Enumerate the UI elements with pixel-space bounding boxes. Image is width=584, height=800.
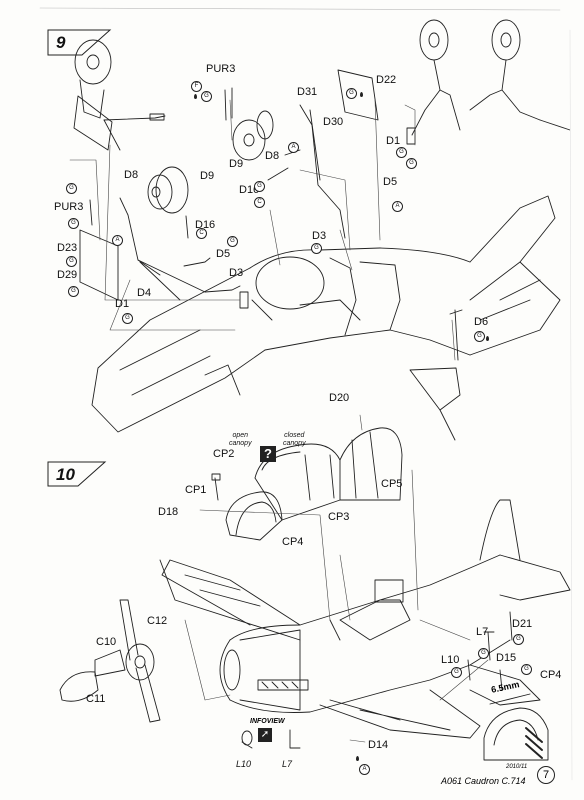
part-label-c12: C12 [147,615,168,627]
part-label-c10: C10 [96,636,117,648]
paint-badge-icon: G [122,313,133,324]
paint-badge-icon: G [406,158,417,169]
page-number: 7 [537,766,555,784]
paint-badge-icon: G [478,648,489,659]
leader-lines-9 [69,99,456,361]
paint-badge-icon: A [112,235,123,246]
glue-drop-icon [486,336,489,341]
paint-badge-icon: G [66,183,77,194]
part-label-d23: D23 [57,242,78,254]
leader-lines-10 [184,414,489,743]
part-label-d1: D1 [115,298,130,310]
part-label-d5: D5 [383,176,398,188]
part-label-cp4: CP4 [540,669,562,681]
gear-strut-left [79,166,241,301]
paint-badge-icon: G [254,181,265,192]
part-label-d9: D9 [229,158,244,170]
part-label-l7: L7 [476,626,489,638]
step-number-10: 10 [56,465,75,484]
aircraft-topview [159,499,571,739]
part-label-d8: D8 [265,150,280,162]
glue-drop-icon [194,94,197,99]
question-icon: ? [260,446,276,462]
note-open-canopy: open canopy [229,432,252,447]
paint-badge-icon: G [66,256,77,267]
part-label-d8: D8 [124,169,139,181]
infoview-arrow-icon: ➚ [258,728,272,742]
aircraft-underside [91,195,561,441]
paint-badge-icon: G [513,634,524,645]
paint-badge-icon: A [392,201,403,212]
part-label-d30: D30 [323,116,344,128]
infoview-label: INFOVIEW [250,718,285,725]
paint-badge-icon: A [288,142,299,153]
infoview-parts [241,729,301,749]
part-label-l10: L10 [441,654,460,666]
paint-badge-icon: G [346,88,357,99]
part-label-c11: C11 [86,693,106,705]
part-label-d3: D3 [312,230,327,242]
glue-drop-icon [356,756,359,761]
kit-code-title: A061 Caudron C.714 [441,776,526,786]
paint-badge-icon: F [191,81,202,92]
part-label-l7: L7 [282,759,293,769]
part-label-pur3: PUR3 [54,201,84,213]
paint-badge-icon: G [68,218,79,229]
left-gear-detail [73,39,166,151]
part-label-cp1: CP1 [185,484,207,496]
part-label-d18: D18 [158,506,179,518]
paint-badge-icon: G [396,147,407,158]
paint-badge-icon: A [359,764,370,775]
part-label-d31: D31 [297,86,318,98]
propeller [59,599,161,723]
part-label-d4: D4 [137,287,152,299]
paint-badge-icon: G [201,91,212,102]
part-label-d16: D16 [239,184,260,196]
part-label-d14: D14 [368,739,389,751]
gear-strut-center [224,69,379,239]
part-label-cp3: CP3 [328,511,350,523]
paint-badge-icon: G [68,286,79,297]
step-number-9: 9 [56,33,66,52]
paint-badge-icon: G [521,664,532,675]
part-label-d6: D6 [474,316,489,328]
part-label-d21: D21 [512,618,533,630]
part-label-l10: L10 [236,759,252,769]
part-label-pur3: PUR3 [206,63,236,75]
paint-badge-icon: G [451,667,462,678]
part-label-d16: D16 [195,219,216,231]
paint-badge-icon: C [254,197,265,208]
paint-badge-icon: G [311,243,322,254]
part-label-d1: D1 [386,135,401,147]
part-label-d22: D22 [376,74,397,86]
right-gear-detail [406,19,571,145]
part-label-d20: D20 [329,392,350,404]
part-label-cp2: CP2 [213,448,235,460]
print-date: 2010/11 [506,764,528,770]
part-label-cp4: CP4 [282,536,304,548]
paint-badge-icon: G [227,236,238,247]
note-closed-canopy: closed canopy [283,432,306,447]
paint-badge-icon: C [196,228,207,239]
part-label-d5: D5 [216,248,231,260]
part-label-d15: D15 [496,652,517,664]
part-label-d3: D3 [229,267,244,279]
part-label-cp5: CP5 [381,478,403,490]
glue-drop-icon [360,92,363,97]
paint-badge-icon: G [474,331,485,342]
part-label-d29: D29 [57,269,78,281]
part-label-d9: D9 [200,170,215,182]
small-parts-right [467,611,549,761]
